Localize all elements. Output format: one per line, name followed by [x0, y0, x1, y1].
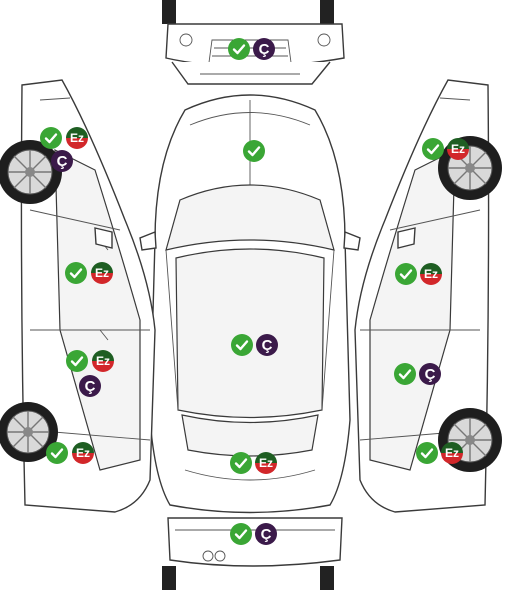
- checkmark-icon[interactable]: [65, 262, 87, 284]
- checkmark-icon[interactable]: [394, 363, 416, 385]
- ez-badge[interactable]: Ez: [255, 452, 277, 474]
- ez-badge[interactable]: Ez: [447, 138, 469, 160]
- checkmark-icon[interactable]: [46, 442, 68, 464]
- ez-badge[interactable]: Ez: [441, 442, 463, 464]
- checkmark-icon[interactable]: [40, 127, 62, 149]
- checkmark-icon[interactable]: [231, 334, 253, 356]
- checkmark-icon[interactable]: [416, 442, 438, 464]
- ez-badge[interactable]: Ez: [420, 263, 442, 285]
- checkmark-icon[interactable]: [66, 350, 88, 372]
- checkmark-icon[interactable]: [228, 38, 250, 60]
- rear-bumper-drawing: [162, 517, 343, 590]
- front-bumper-drawing: [162, 0, 345, 85]
- c-badge[interactable]: Ç: [255, 523, 277, 545]
- c-badge[interactable]: Ç: [51, 150, 73, 172]
- c-badge[interactable]: Ç: [79, 375, 101, 397]
- checkmark-icon[interactable]: [230, 523, 252, 545]
- checkmark-icon[interactable]: [422, 138, 444, 160]
- c-badge[interactable]: Ç: [419, 363, 441, 385]
- ez-badge[interactable]: Ez: [66, 127, 88, 149]
- ez-badge[interactable]: Ez: [91, 262, 113, 284]
- ez-badge[interactable]: Ez: [72, 442, 94, 464]
- c-badge[interactable]: Ç: [253, 38, 275, 60]
- checkmark-icon[interactable]: [230, 452, 252, 474]
- c-badge[interactable]: Ç: [256, 334, 278, 356]
- car-top-view-drawing: [139, 94, 361, 514]
- checkmark-icon[interactable]: [395, 263, 417, 285]
- ez-badge[interactable]: Ez: [92, 350, 114, 372]
- left-side-view-drawing: [0, 79, 156, 513]
- checkmark-icon[interactable]: [243, 140, 265, 162]
